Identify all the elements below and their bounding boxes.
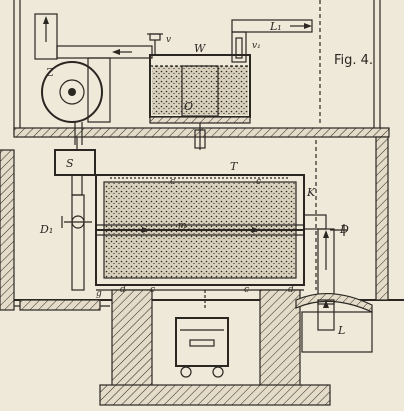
label-c-bottom-left: c: [150, 285, 155, 295]
pipe-D1: [61, 194, 92, 291]
exhaust-pipe: [34, 13, 153, 60]
fan-Z: [41, 57, 111, 145]
cart: [175, 290, 229, 378]
foundation: [19, 289, 373, 406]
tank-W: [149, 54, 251, 150]
label-c-top-right: c: [256, 177, 261, 187]
label-S: S: [66, 157, 74, 170]
pipe-D: [303, 214, 348, 305]
label-W: W: [194, 42, 207, 55]
label-K: K: [306, 186, 316, 199]
figure-title: Fig. 4.: [334, 53, 373, 68]
label-L: L: [337, 324, 345, 337]
pipe-L1: [231, 19, 313, 63]
label-g: g: [96, 289, 102, 299]
label-O: O: [184, 100, 193, 113]
label-Z: Z: [45, 66, 54, 79]
label-L1: L₁: [269, 20, 282, 33]
label-D1: D₁: [39, 223, 53, 236]
valve-v: [147, 33, 163, 55]
label-d-right: d: [288, 285, 294, 295]
pipe-L: [317, 299, 335, 331]
label-D: D: [339, 223, 349, 236]
building-walls: [0, 0, 404, 311]
label-v1: v₁: [252, 41, 261, 51]
box-S: [54, 137, 96, 196]
drum-T: [95, 174, 305, 291]
label-v: v: [166, 35, 171, 45]
label-c-bottom-right: c: [244, 285, 249, 295]
label-T: T: [230, 160, 239, 173]
label-m: m: [178, 221, 187, 231]
label-c-top-left: c: [170, 177, 175, 187]
label-d-left: d: [120, 285, 126, 295]
